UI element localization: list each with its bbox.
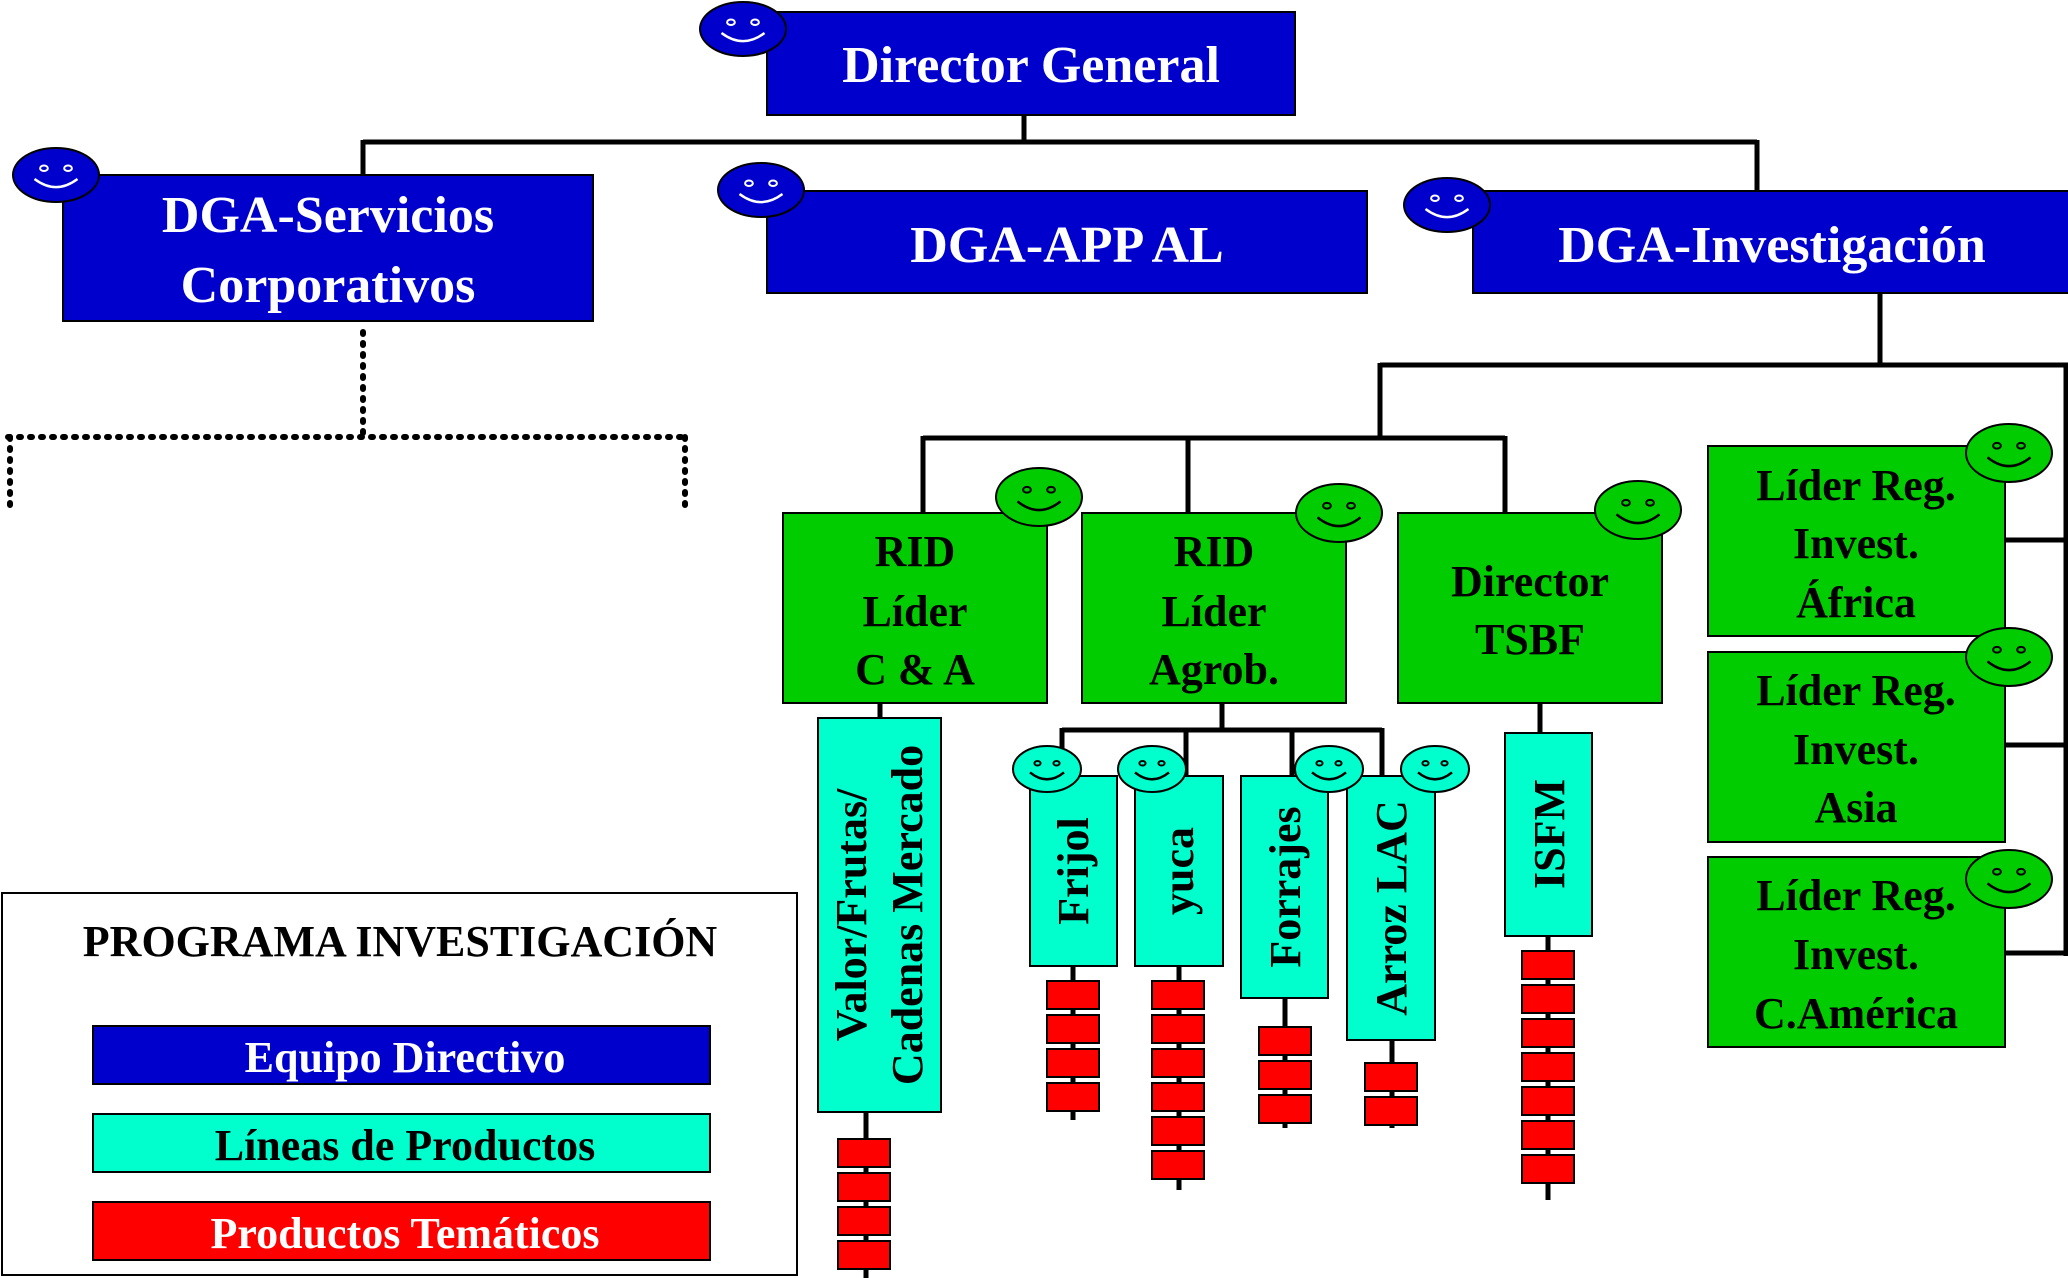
thematic-product-valor xyxy=(837,1172,891,1202)
leader-africa-label-2: Invest. xyxy=(1793,519,1919,568)
rid-agrob-label-3: Agrob. xyxy=(1149,645,1279,694)
product-line-isfm-label: ISFM xyxy=(1525,779,1574,889)
dotted-connectors xyxy=(5,329,691,515)
thematic-product-frijol xyxy=(1046,1014,1100,1044)
smiley-director-tsbf-icon xyxy=(1594,480,1682,540)
smiley-leader-africa-icon xyxy=(1965,423,2053,483)
director-tsbf-label-2: TSBF xyxy=(1475,615,1585,664)
product-line-valor: Valor/Frutas/ Cadenas Mercado xyxy=(817,717,942,1113)
thematic-product-valor xyxy=(837,1240,891,1270)
leader-asia-label-3: Asia xyxy=(1814,783,1897,832)
thematic-product-yuca xyxy=(1151,980,1205,1010)
leader-asia-label-1: Líder Reg. xyxy=(1756,666,1956,715)
product-line-yuca-label: yuca xyxy=(1154,827,1203,915)
thematic-product-arroz xyxy=(1364,1096,1418,1126)
legend-label-equipo-directivo: Equipo Directivo xyxy=(245,1033,566,1082)
thematic-product-forrajes xyxy=(1258,1060,1312,1090)
leader-camerica-label-2: Invest. xyxy=(1793,930,1919,979)
smiley-director-general-icon xyxy=(699,1,787,57)
smiley-dga-investigacion-icon xyxy=(1403,177,1491,233)
leader-africa-label-1: Líder Reg. xyxy=(1756,461,1956,510)
thematic-product-isfm xyxy=(1521,1052,1575,1082)
rid-ca-label-1: RID xyxy=(875,527,956,576)
thematic-product-forrajes xyxy=(1258,1094,1312,1124)
dga-investigacion-box: DGA-Investigación xyxy=(1472,190,2068,294)
thematic-product-stacks xyxy=(837,950,1575,1270)
smiley-arroz-icon xyxy=(1400,745,1470,793)
product-line-arroz-label: Arroz LAC xyxy=(1367,800,1416,1015)
thematic-product-yuca xyxy=(1151,1048,1205,1078)
dga-servicios-label-1: DGA-Servicios xyxy=(162,187,494,244)
product-line-arroz: Arroz LAC xyxy=(1346,775,1436,1041)
product-line-forrajes-label: Forrajes xyxy=(1261,806,1310,967)
thematic-product-yuca xyxy=(1151,1116,1205,1146)
thematic-product-isfm xyxy=(1521,1086,1575,1116)
leader-africa-box: Líder Reg. Invest. África xyxy=(1707,445,2006,637)
leader-asia-box: Líder Reg. Invest. Asia xyxy=(1707,651,2006,843)
thematic-product-yuca xyxy=(1151,1014,1205,1044)
smiley-icons xyxy=(12,1,2053,909)
product-line-yuca: yuca xyxy=(1134,775,1224,967)
rid-agrob-label-1: RID xyxy=(1174,527,1255,576)
rid-agrob-label-2: Líder xyxy=(1161,587,1266,636)
thematic-product-isfm xyxy=(1521,984,1575,1014)
dga-servicios-box: DGA-Servicios Corporativos xyxy=(62,174,594,322)
dga-app-box: DGA-APP AL xyxy=(766,190,1368,294)
legend: PROGRAMA INVESTIGACIÓN Equipo Directivo … xyxy=(1,892,798,1276)
thematic-product-isfm xyxy=(1521,1120,1575,1150)
thematic-product-forrajes xyxy=(1258,1026,1312,1056)
dga-investigacion-label: DGA-Investigación xyxy=(1558,217,1986,274)
thematic-product-valor xyxy=(837,1206,891,1236)
thematic-product-isfm xyxy=(1521,1018,1575,1048)
product-line-forrajes: Forrajes xyxy=(1240,775,1329,999)
legend-item-lineas-productos: Líneas de Productos xyxy=(92,1113,711,1173)
legend-title: PROGRAMA INVESTIGACIÓN xyxy=(83,917,718,966)
legend-label-productos-tematicos: Productos Temáticos xyxy=(210,1209,599,1258)
director-general-label: Director General xyxy=(842,37,1220,94)
smiley-dga-servicios-icon xyxy=(12,147,100,203)
legend-label-lineas-productos: Líneas de Productos xyxy=(215,1121,596,1170)
thematic-product-frijol xyxy=(1046,980,1100,1010)
dga-app-label: DGA-APP AL xyxy=(910,217,1223,274)
thematic-product-yuca xyxy=(1151,1082,1205,1112)
legend-item-productos-tematicos: Productos Temáticos xyxy=(92,1201,711,1261)
thematic-product-valor xyxy=(837,1138,891,1168)
product-line-isfm: ISFM xyxy=(1504,732,1593,937)
smiley-yuca-icon xyxy=(1117,745,1187,793)
product-line-frijol-label: Frijol xyxy=(1049,817,1098,925)
director-tsbf-box: Director TSBF xyxy=(1397,512,1663,704)
leader-camerica-label-1: Líder Reg. xyxy=(1756,871,1956,920)
thematic-product-arroz xyxy=(1364,1062,1418,1092)
smiley-forrajes-icon xyxy=(1294,745,1364,793)
smiley-leader-camerica-icon xyxy=(1965,849,2053,909)
smiley-leader-asia-icon xyxy=(1965,627,2053,687)
thematic-product-isfm xyxy=(1521,950,1575,980)
rid-ca-label-3: C & A xyxy=(855,645,975,694)
leader-camerica-label-3: C.América xyxy=(1754,989,1958,1038)
leader-asia-label-2: Invest. xyxy=(1793,725,1919,774)
thematic-product-isfm xyxy=(1521,1154,1575,1184)
thematic-product-frijol xyxy=(1046,1082,1100,1112)
director-tsbf-label-1: Director xyxy=(1451,557,1609,606)
product-line-valor-label-2: Cadenas Mercado xyxy=(883,745,932,1085)
leader-africa-label-3: África xyxy=(1796,578,1916,627)
rid-ca-box: RID Líder C & A xyxy=(782,512,1048,704)
smiley-frijol-icon xyxy=(1012,745,1082,793)
leader-camerica-box: Líder Reg. Invest. C.América xyxy=(1707,856,2006,1048)
smiley-rid-agrob-icon xyxy=(1295,483,1383,543)
product-line-frijol: Frijol xyxy=(1029,775,1118,967)
smiley-rid-ca-icon xyxy=(995,467,1083,527)
rid-agrob-box: RID Líder Agrob. xyxy=(1081,512,1347,704)
smiley-dga-app-icon xyxy=(717,162,805,218)
thematic-product-yuca xyxy=(1151,1150,1205,1180)
thematic-product-frijol xyxy=(1046,1048,1100,1078)
rid-ca-label-2: Líder xyxy=(862,587,967,636)
dga-servicios-label-2: Corporativos xyxy=(181,257,476,314)
legend-item-equipo-directivo: Equipo Directivo xyxy=(92,1025,711,1085)
product-line-valor-label-1: Valor/Frutas/ xyxy=(827,788,876,1041)
director-general-box: Director General xyxy=(766,11,1296,116)
